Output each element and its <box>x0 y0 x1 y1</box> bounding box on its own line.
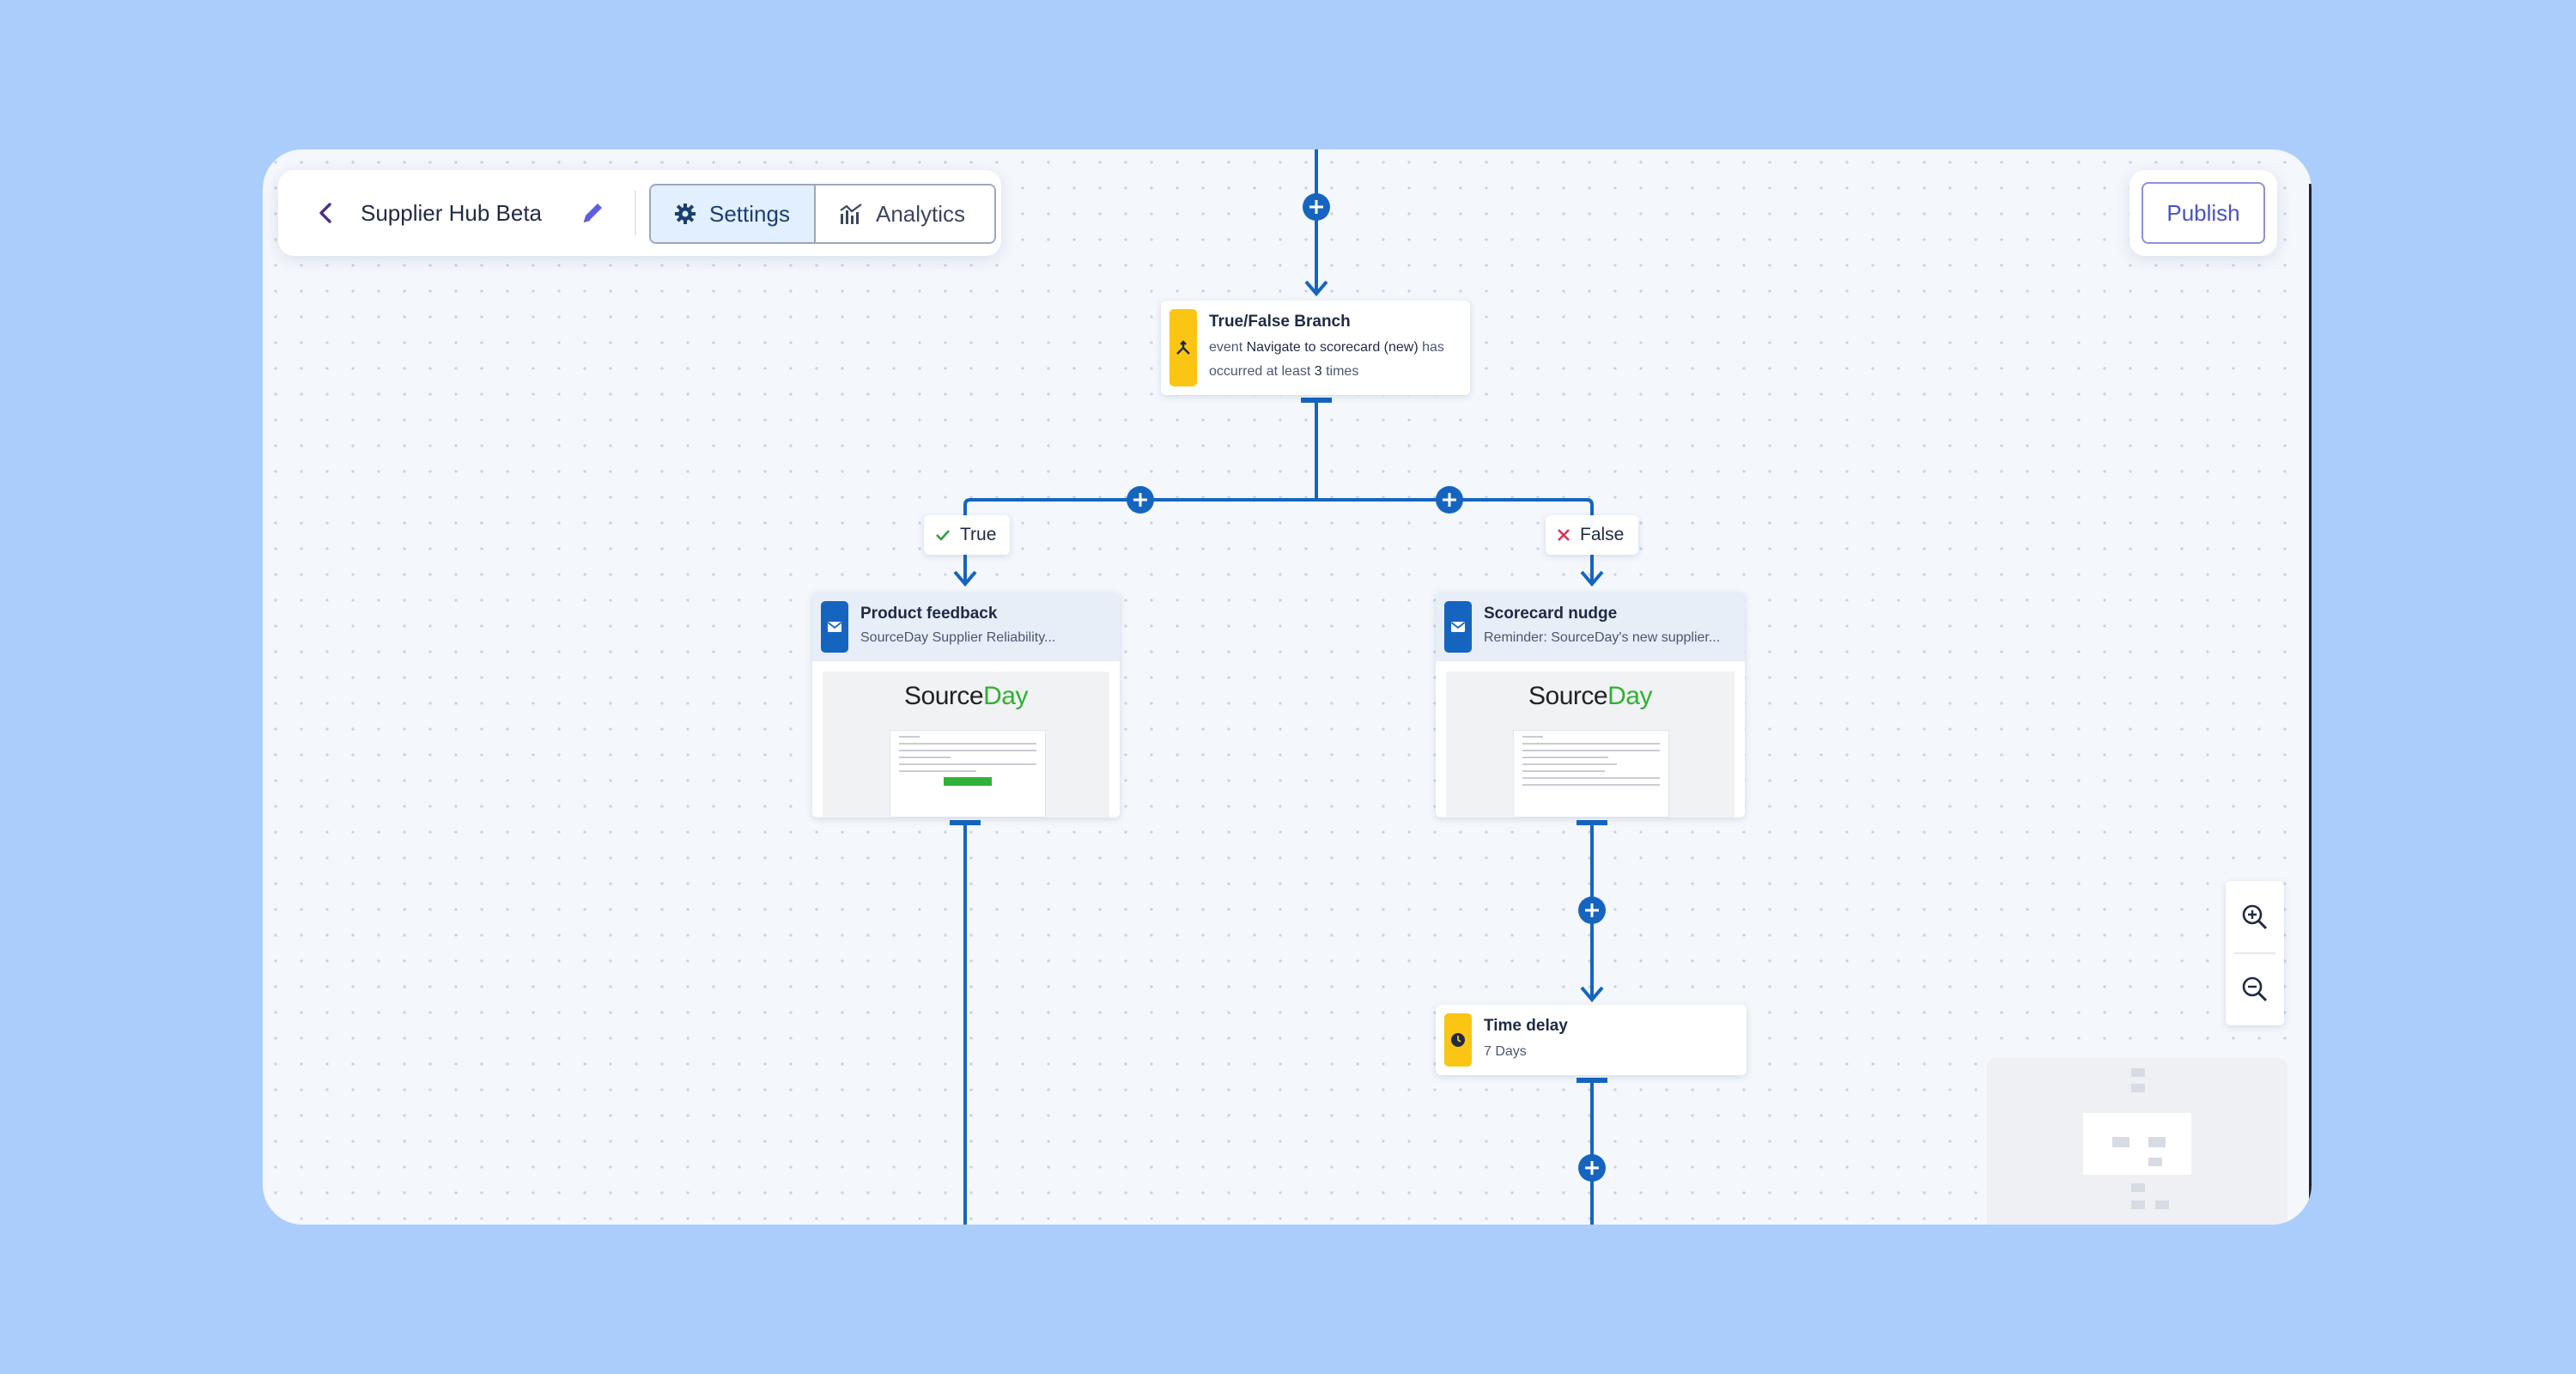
toolbar-divider <box>635 191 636 235</box>
workflow-canvas[interactable]: True/False Branch event Navigate to scor… <box>263 149 2312 1225</box>
add-step-button[interactable] <box>1435 485 1464 514</box>
close-icon <box>1558 529 1570 541</box>
publish-panel: Publish <box>2129 170 2277 256</box>
time-delay-title: Time delay <box>1484 1017 1568 1035</box>
back-arrow-icon[interactable] <box>309 196 343 230</box>
minimap[interactable] <box>1987 1058 2287 1225</box>
branch-node-condition-line1: event Navigate to scorecard (new) has <box>1209 340 1444 355</box>
email-node-subject: SourceDay Supplier Reliability... <box>860 630 1056 645</box>
email-node-scorecard-nudge[interactable]: Scorecard nudge Reminder: SourceDay's ne… <box>1436 593 1745 818</box>
email-body-preview <box>890 730 1046 818</box>
gear-icon <box>675 204 696 224</box>
event-name: Navigate to scorecard (new) <box>1246 340 1419 355</box>
email-node-title: Scorecard nudge <box>1484 605 1618 623</box>
true-branch-label: True <box>924 515 1010 555</box>
branch-node-title: True/False Branch <box>1209 313 1351 331</box>
pencil-icon[interactable] <box>575 196 610 230</box>
email-node-title: Product feedback <box>860 605 998 623</box>
tab-analytics[interactable]: Analytics <box>816 185 994 242</box>
add-step-button[interactable] <box>1577 1153 1607 1182</box>
top-toolbar: Supplier Hub Beta Settings Analytics <box>278 170 1001 256</box>
publish-button[interactable]: Publish <box>2142 182 2265 244</box>
event-count: 3 <box>1314 364 1322 379</box>
brand-logo: SourceDay <box>904 682 1028 710</box>
add-step-button[interactable] <box>1302 192 1331 222</box>
email-node-subject: Reminder: SourceDay's new supplier... <box>1484 630 1721 645</box>
chart-icon <box>840 204 862 224</box>
email-icon <box>821 601 848 653</box>
workflow-title: Supplier Hub Beta <box>361 200 543 226</box>
time-delay-duration: 7 Days <box>1484 1044 1527 1059</box>
false-branch-label: False <box>1546 515 1638 555</box>
email-icon <box>1444 601 1472 653</box>
minimap-viewport[interactable] <box>2083 1113 2191 1175</box>
tab-settings-label: Settings <box>709 200 790 227</box>
zoom-controls <box>2226 881 2284 1025</box>
tab-analytics-label: Analytics <box>876 200 966 227</box>
clock-icon <box>1444 1013 1472 1067</box>
view-toggle: Settings Analytics <box>649 184 996 244</box>
brand-logo: SourceDay <box>1528 682 1652 710</box>
add-step-button[interactable] <box>1126 485 1155 514</box>
branch-icon <box>1170 309 1197 386</box>
time-delay-node[interactable]: Time delay 7 Days <box>1436 1005 1747 1075</box>
zoom-in-icon[interactable] <box>2238 900 2272 934</box>
branch-node[interactable]: True/False Branch event Navigate to scor… <box>1161 301 1470 395</box>
add-step-button[interactable] <box>1577 896 1607 925</box>
email-preview: SourceDay <box>1446 672 1735 818</box>
email-node-product-feedback[interactable]: Product feedback SourceDay Supplier Reli… <box>812 593 1120 818</box>
email-body-preview <box>1513 730 1669 818</box>
zoom-out-icon[interactable] <box>2238 972 2272 1006</box>
tab-settings[interactable]: Settings <box>651 185 816 242</box>
branch-node-condition-line2: occurred at least 3 times <box>1209 364 1359 379</box>
check-icon <box>936 530 950 541</box>
email-preview: SourceDay <box>823 672 1109 818</box>
